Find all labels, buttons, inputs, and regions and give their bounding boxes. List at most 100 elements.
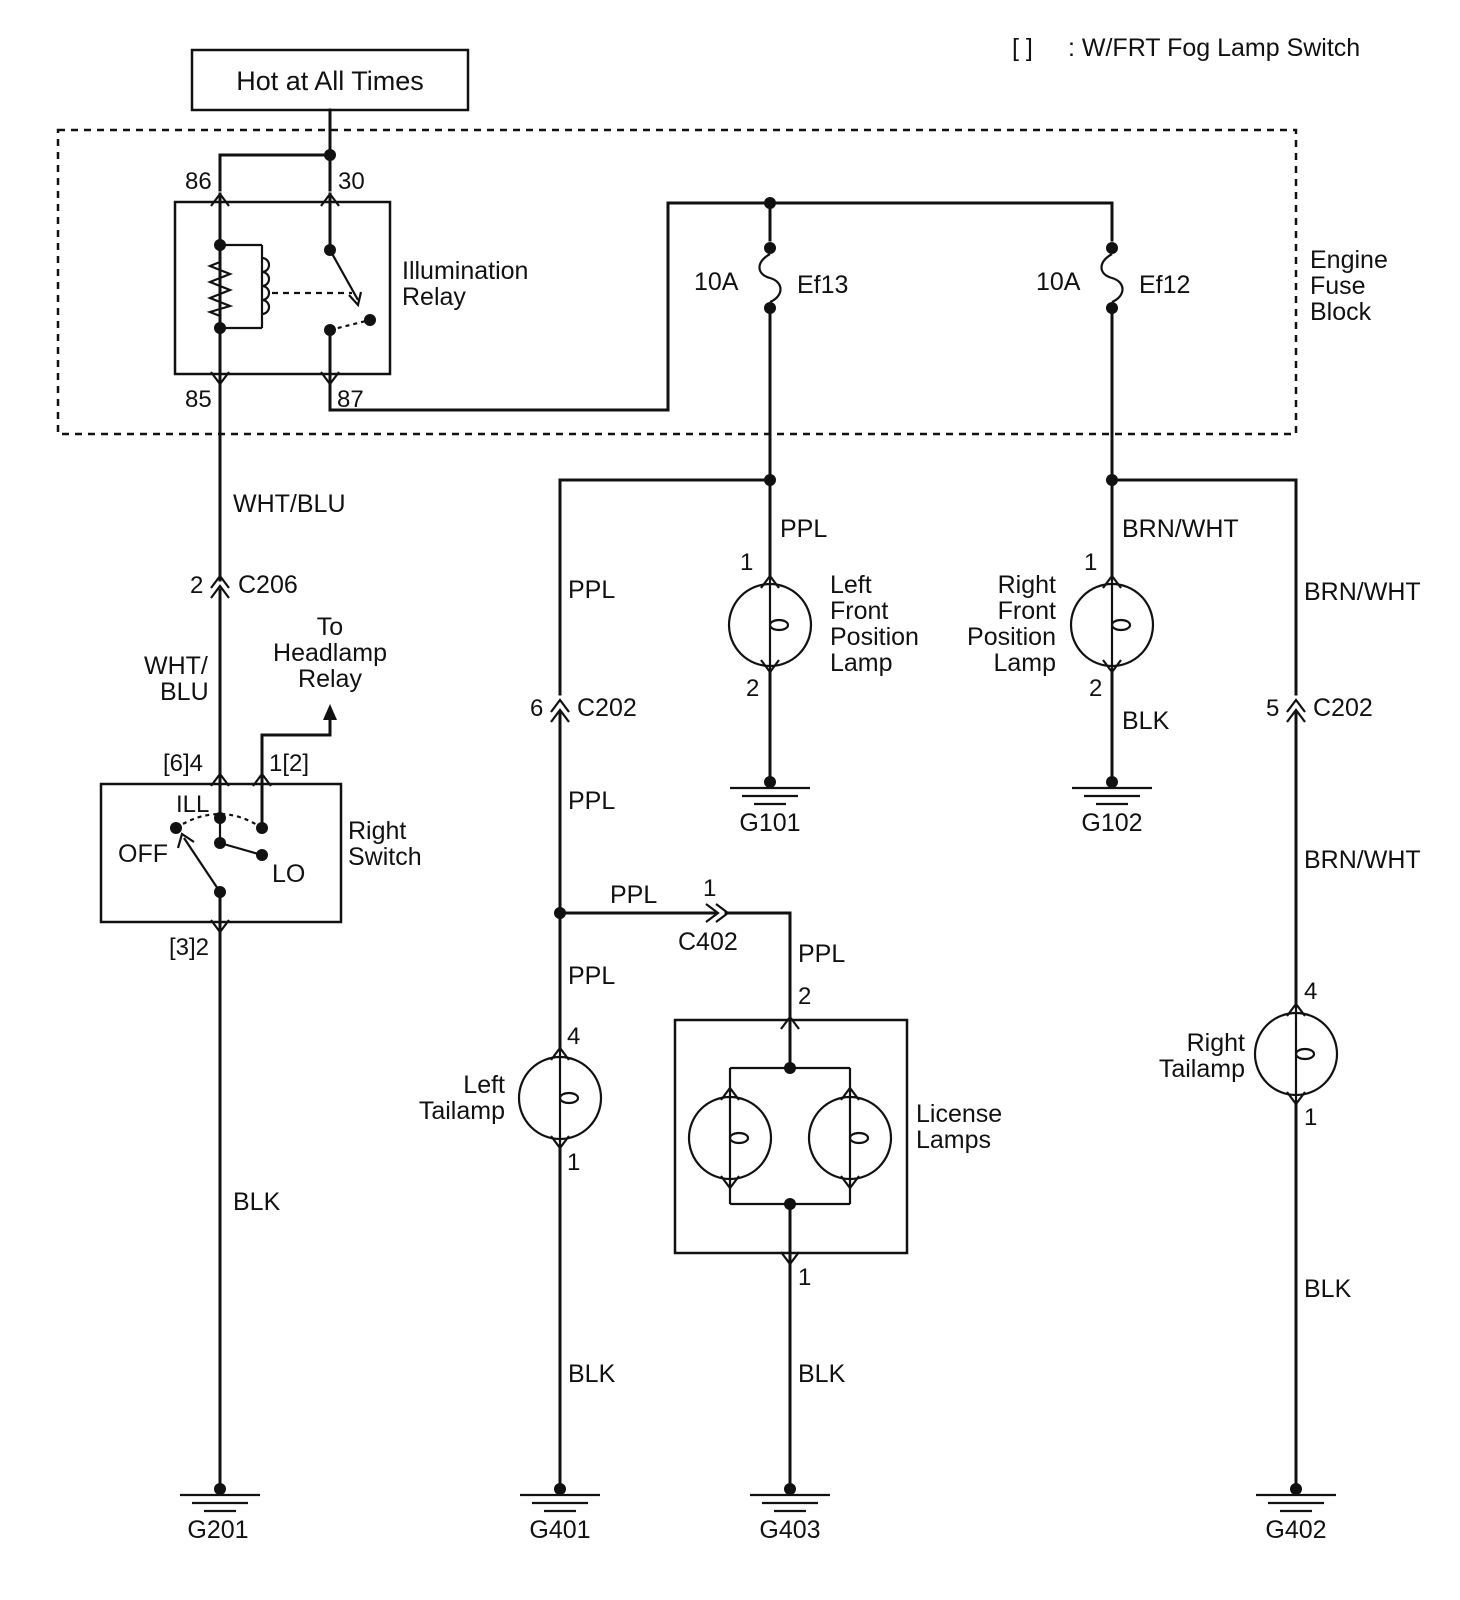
lt-lamp-label-1: Left (463, 1071, 505, 1099)
switch-label-1: Right (348, 817, 406, 845)
c402-pin: 1 (703, 875, 716, 902)
brn-wht-label-2: BRN/WHT (1304, 578, 1421, 606)
headlamp-ref-3: Relay (298, 665, 362, 693)
switch-pos-ill: ILL (176, 791, 209, 818)
c202-right-pin: 5 (1266, 695, 1279, 722)
fuse-block-label-2: Fuse (1310, 272, 1366, 300)
ground-g401-symbol (520, 1483, 600, 1513)
ppl-wire-label-1: PPL (780, 515, 827, 543)
right-switch (99, 772, 343, 934)
switch-pin-top-right: 1[2] (269, 750, 309, 777)
left-front-position-lamp (727, 574, 813, 674)
c202-left-name: C202 (577, 694, 637, 722)
license-lamps (673, 1015, 909, 1266)
switch-pos-lo: LO (272, 860, 305, 888)
lt-lamp-label-2: Tailamp (419, 1097, 505, 1125)
ppl-wire-label-6: PPL (568, 962, 615, 990)
illumination-relay (173, 108, 392, 386)
license-label-1: License (916, 1100, 1002, 1128)
rt-lamp-pin-in: 4 (1304, 978, 1317, 1005)
switch-label-2: Switch (348, 843, 422, 871)
connector-c206 (210, 574, 230, 599)
switch-pin-bottom: [3]2 (169, 934, 209, 961)
lf-lamp-label-1: Left (830, 571, 872, 599)
fuse-ef12-rating: 10A (1036, 268, 1081, 296)
ppl-wire-label-4: PPL (610, 881, 657, 909)
connector-c202-left (550, 698, 570, 723)
license-pin-out: 1 (798, 1264, 811, 1291)
headlamp-ref-1: To (317, 613, 343, 641)
fuse-block-label-3: Block (1310, 298, 1372, 326)
rf-lamp-label-3: Position (967, 623, 1056, 651)
rf-lamp-label-1: Right (998, 571, 1056, 599)
c402-name: C402 (678, 928, 738, 956)
legend-text: : W/FRT Fog Lamp Switch (1068, 34, 1360, 62)
rt-lamp-label-1: Right (1187, 1029, 1245, 1057)
relay-87-feed-wire (328, 201, 1114, 412)
blk-label-g402: BLK (1304, 1275, 1352, 1303)
ground-g102-symbol (1072, 776, 1152, 806)
fuse-ef13 (758, 242, 782, 314)
wht-blu-label: WHT/BLU (233, 490, 346, 518)
rt-lamp-pin-out: 1 (1304, 1104, 1317, 1131)
wht-blu-split-2: BLU (160, 678, 209, 706)
lf-lamp-pin-in: 1 (740, 549, 753, 576)
blk-label-rf: BLK (1122, 707, 1170, 735)
ground-g402: G402 (1265, 1516, 1326, 1544)
c206-name: C206 (238, 571, 298, 599)
lt-lamp-pin-in: 4 (567, 1023, 580, 1050)
fuse-ef12-name: Ef12 (1139, 271, 1190, 299)
lf-lamp-label-3: Position (830, 623, 919, 651)
brn-wht-label-1: BRN/WHT (1122, 515, 1239, 543)
connector-c202-right (1286, 698, 1306, 723)
switch-pin-top-left: [6]4 (163, 750, 203, 777)
c202-left-pin: 6 (530, 695, 543, 722)
ground-g401: G401 (529, 1516, 590, 1544)
ground-g201-symbol (180, 1483, 260, 1513)
ground-g403-symbol (750, 1483, 830, 1513)
ppl-wire-label-2: PPL (568, 576, 615, 604)
brn-wht-label-3: BRN/WHT (1304, 846, 1421, 874)
lf-lamp-label-2: Front (830, 597, 888, 625)
rf-lamp-pin-in: 1 (1084, 549, 1097, 576)
blk-label-g401: BLK (568, 1360, 616, 1388)
ground-g101-symbol (730, 776, 810, 806)
rt-lamp-label-2: Tailamp (1159, 1055, 1245, 1083)
left-tailamp (517, 1046, 603, 1150)
fuse-ef13-name: Ef13 (797, 271, 848, 299)
fuse-ef13-rating: 10A (694, 268, 739, 296)
ground-g402-symbol (1256, 1483, 1336, 1513)
engine-fuse-block-outline (56, 128, 1298, 436)
fuse-ef12 (1100, 242, 1124, 314)
ground-g102: G102 (1081, 809, 1142, 837)
rf-lamp-pin-out: 2 (1089, 675, 1102, 702)
right-front-position-lamp (1069, 574, 1155, 674)
fuse-block-label-1: Engine (1310, 246, 1388, 274)
relay-pin-86: 86 (185, 168, 212, 195)
ppl-wire-label-5: PPL (798, 940, 845, 968)
legend-bracket: [ ] (1012, 34, 1033, 62)
headlamp-relay-wire (260, 716, 332, 776)
power-source-label: Hot at All Times (236, 66, 424, 96)
relay-pin-85: 85 (185, 386, 212, 413)
ground-g101: G101 (739, 809, 800, 837)
relay-label-2: Relay (402, 283, 466, 311)
headlamp-ref-2: Headlamp (273, 639, 387, 667)
license-label-2: Lamps (916, 1126, 991, 1154)
lf-lamp-pin-out: 2 (746, 675, 759, 702)
lt-lamp-pin-out: 1 (567, 1149, 580, 1176)
blk-label-g403: BLK (798, 1360, 846, 1388)
c206-pin: 2 (190, 572, 203, 599)
license-pin-in: 2 (798, 983, 811, 1010)
relay-label-1: Illumination (402, 257, 528, 285)
ground-g403: G403 (759, 1516, 820, 1544)
switch-pos-off: OFF (118, 840, 168, 868)
rf-lamp-label-2: Front (998, 597, 1056, 625)
rf-lamp-label-4: Lamp (993, 649, 1056, 677)
right-tailamp (1253, 1002, 1339, 1106)
relay-pin-30: 30 (338, 168, 365, 195)
blk-label-g201: BLK (233, 1188, 281, 1216)
c202-right-name: C202 (1313, 694, 1373, 722)
lf-lamp-label-4: Lamp (830, 649, 893, 677)
